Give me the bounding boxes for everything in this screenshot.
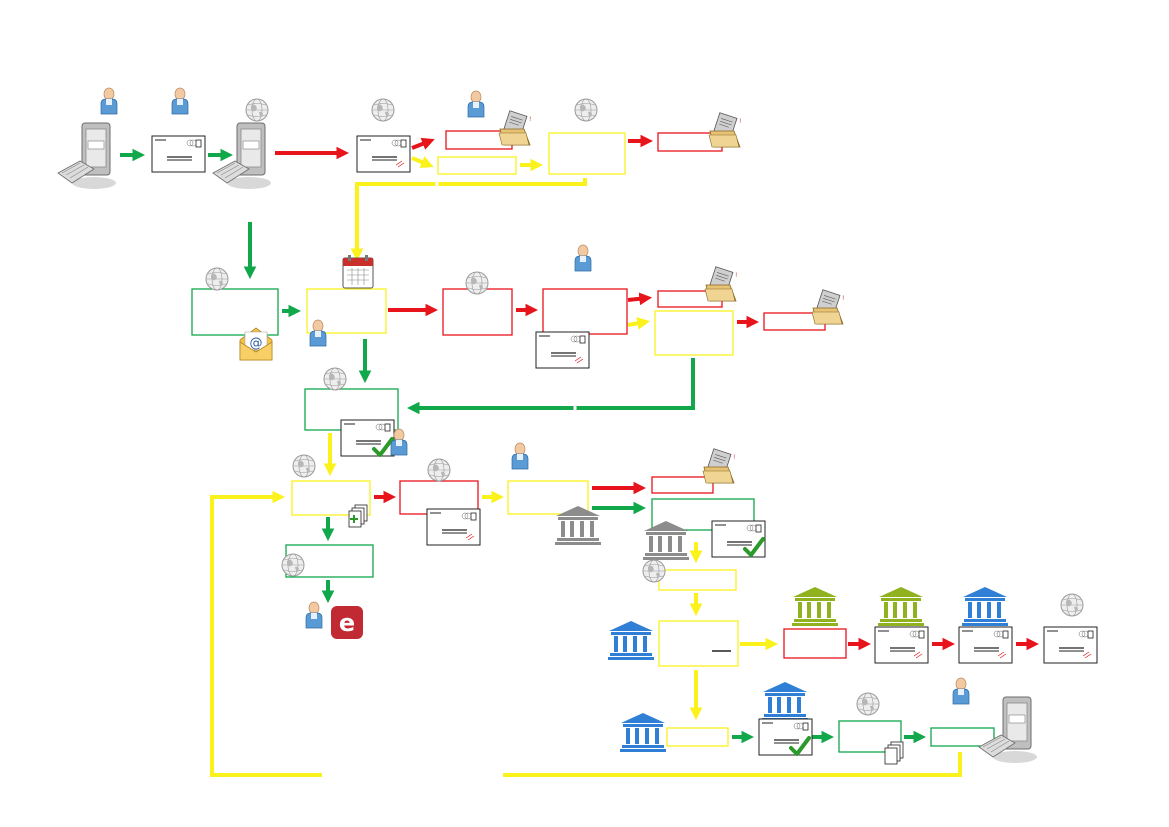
arrow-yellow-loop xyxy=(503,752,962,777)
globe-icon xyxy=(245,98,269,122)
envelope-icon xyxy=(1043,626,1098,664)
bank-icon xyxy=(792,587,838,626)
box-yellow xyxy=(666,727,729,747)
box-red xyxy=(783,628,847,659)
folder-icon xyxy=(498,110,532,146)
person-icon xyxy=(511,442,529,470)
person-icon xyxy=(574,244,592,272)
envelope-stamp-mark xyxy=(997,651,1007,659)
box-green xyxy=(191,288,279,336)
bank-icon xyxy=(878,587,924,626)
globe-icon xyxy=(1060,593,1084,617)
person-icon xyxy=(467,90,485,118)
envelope-icon xyxy=(711,520,766,558)
folder-icon xyxy=(704,266,738,302)
e-badge-icon: e xyxy=(331,606,363,639)
folder-icon xyxy=(708,112,742,148)
arrow-green xyxy=(406,358,695,415)
person-icon xyxy=(171,87,189,115)
arrow-yellow xyxy=(411,156,434,168)
globe-icon xyxy=(574,98,598,122)
svg-text:@: @ xyxy=(250,336,263,351)
email-icon: @ xyxy=(239,327,273,361)
globe-icon xyxy=(323,367,347,391)
globe-icon xyxy=(465,271,489,295)
box-yellow xyxy=(658,569,737,591)
arrow-red xyxy=(411,137,435,150)
globe-icon xyxy=(856,692,880,716)
envelope-stamp-mark xyxy=(395,160,405,168)
globe-icon xyxy=(292,454,316,478)
envelope-icon xyxy=(426,508,481,546)
folder-icon xyxy=(811,289,845,325)
folder-icon xyxy=(702,448,736,484)
arrow-yellow xyxy=(627,317,651,330)
envelope-icon xyxy=(151,135,206,173)
box-yellow xyxy=(548,132,626,175)
bank-icon xyxy=(608,621,654,660)
person-icon xyxy=(100,87,118,115)
box-green xyxy=(930,727,995,747)
box-red xyxy=(442,288,513,336)
envelope-icon xyxy=(958,626,1013,664)
svg-text:e: e xyxy=(339,609,355,637)
computer-icon xyxy=(57,122,117,190)
globe-icon xyxy=(642,559,666,583)
calendar-icon xyxy=(342,255,374,289)
documents-icon xyxy=(348,504,368,528)
envelope-icon xyxy=(356,135,411,173)
bank-icon xyxy=(620,713,666,752)
box-yellow xyxy=(437,156,517,175)
globe-icon xyxy=(427,458,451,482)
globe-icon xyxy=(281,553,305,577)
box-red xyxy=(542,288,628,335)
globe-icon xyxy=(371,98,395,122)
bank-icon xyxy=(762,682,808,721)
envelope-icon xyxy=(874,626,929,664)
envelope-stamp-mark xyxy=(1082,651,1092,659)
boxes xyxy=(191,130,995,753)
connectors xyxy=(120,134,1040,777)
arrow-yellow xyxy=(350,178,587,262)
icons: @ e xyxy=(57,87,1098,765)
envelope-stamp-mark xyxy=(465,533,475,541)
person-icon xyxy=(952,677,970,705)
envelope-stamp-mark xyxy=(574,356,584,364)
bank-icon xyxy=(962,587,1008,626)
globe-icon xyxy=(205,267,229,291)
box-yellow xyxy=(658,620,739,667)
envelope-icon xyxy=(535,331,590,369)
arrow-red xyxy=(627,292,653,306)
envelope-icon xyxy=(758,718,813,756)
box-red xyxy=(651,476,714,494)
envelope-stamp-mark xyxy=(913,651,923,659)
person-icon xyxy=(305,601,323,629)
envelope-icon xyxy=(340,419,395,457)
box-yellow xyxy=(654,310,734,356)
arrow-yellow-loop xyxy=(210,490,322,777)
documents-icon xyxy=(884,741,904,765)
